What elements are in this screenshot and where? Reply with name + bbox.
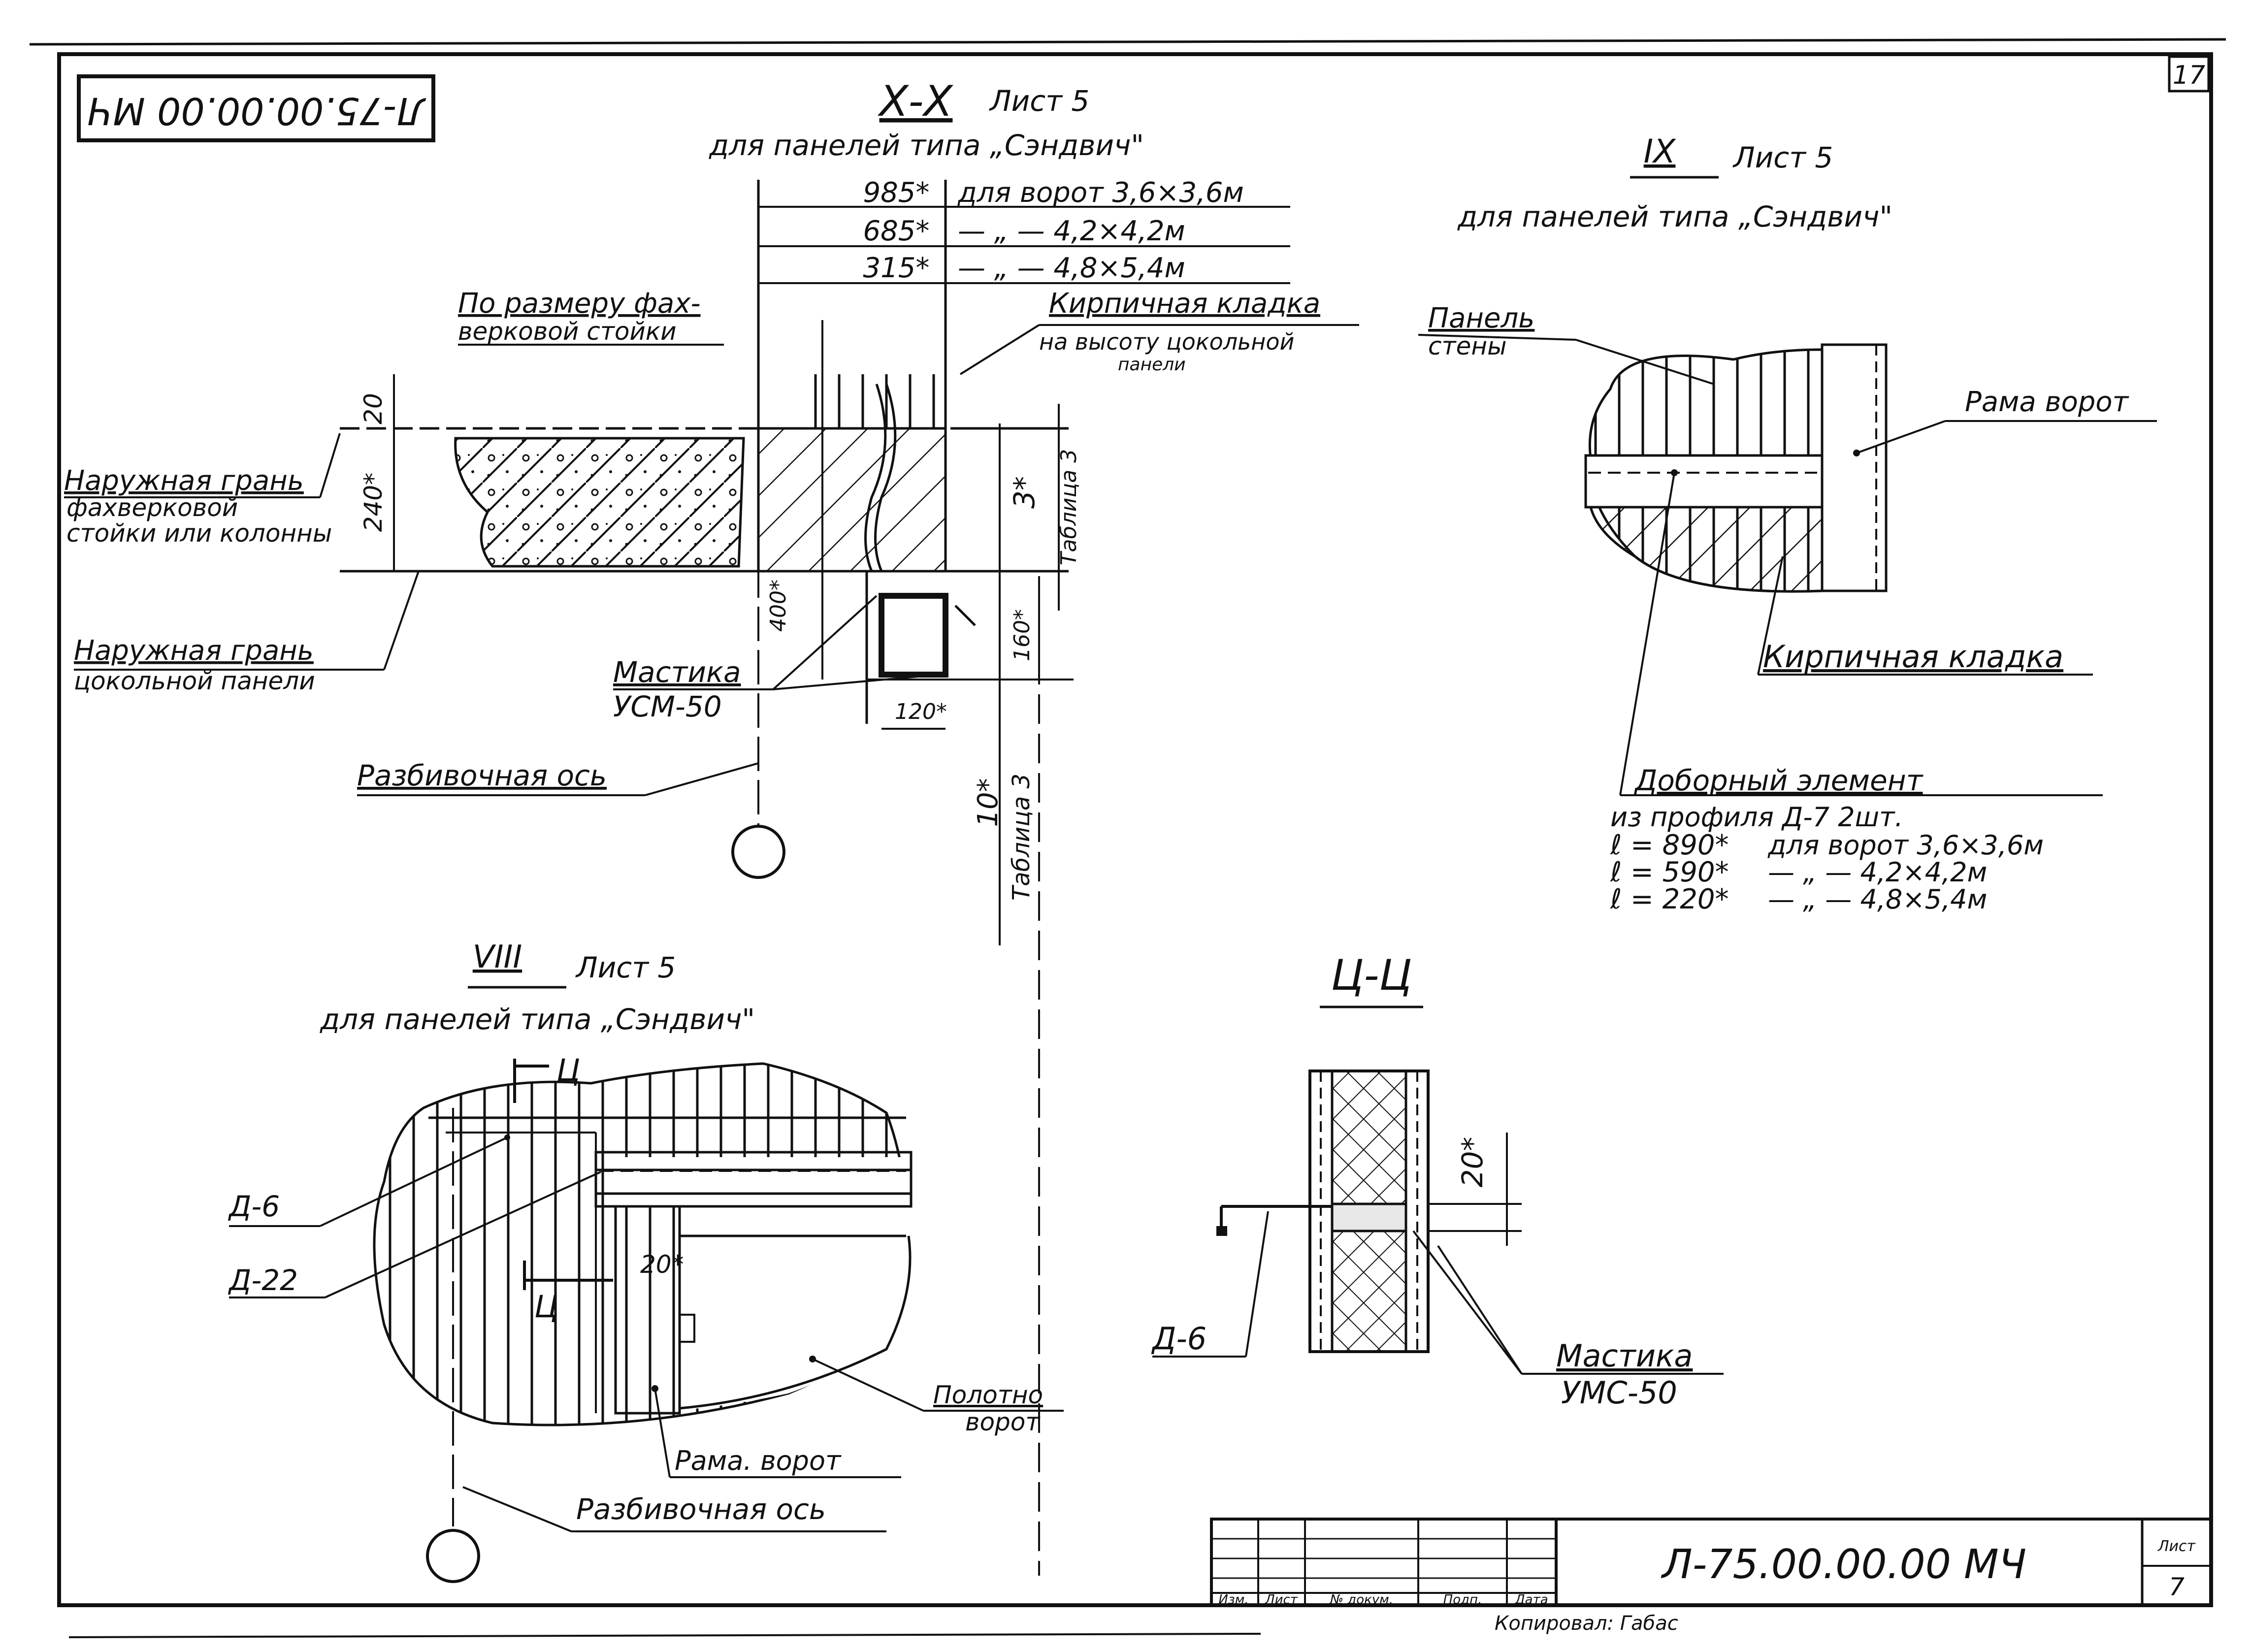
tb-head-sign: Подп.	[1443, 1592, 1482, 1607]
ix-extra-1: Доборный элемент	[1633, 764, 1924, 797]
viii-label-axis: Разбивочная ось	[576, 1492, 826, 1526]
viii-axis-marker	[426, 1529, 480, 1583]
xx-dim-3: 3*	[1008, 476, 1041, 509]
cc-mastic-1: Мастика	[1556, 1338, 1693, 1374]
xx-outer1-3: стойки или колонны	[66, 519, 332, 548]
xx-dim-desc-1: для ворот 3,6×3,6м	[957, 177, 1244, 209]
ix-extra-2: из профиля Д-7 2шт.	[1610, 802, 1903, 833]
cc-title: Ц-Ц	[1331, 951, 1412, 1000]
xx-dim-row-1: 985*	[863, 177, 930, 209]
node-viii: VIII Лист 5 для панелей типа „Сэндвич" Ц…	[228, 939, 1064, 1583]
cc-mastic-2: УМС-50	[1561, 1375, 1677, 1411]
tb-head-date: Дата	[1514, 1592, 1548, 1607]
viii-frame: Рама. ворот	[675, 1445, 842, 1476]
viii-label-d22: Д-22	[228, 1263, 298, 1297]
viii-leaf-1: Полотно	[933, 1381, 1043, 1409]
viii-dim-20: 20*	[640, 1250, 684, 1279]
viii-title: VIII	[473, 939, 522, 975]
page-number: 17	[2173, 61, 2205, 90]
xx-dim-20: 20	[359, 393, 388, 424]
xx-table-ref-1: Таблица 3	[1056, 449, 1081, 566]
ix-len-3: ℓ = 220*	[1610, 883, 1729, 915]
tb-head-izm: Изм.	[1218, 1592, 1248, 1607]
ix-brick: Кирпичная кладка	[1763, 639, 2063, 675]
xx-outer1-1: Наружная грань	[64, 465, 304, 497]
xx-label-brick-3: панели	[1118, 355, 1186, 375]
cc-dim-20: 20*	[1456, 1137, 1489, 1188]
viii-sheet-ref: Лист 5	[575, 951, 676, 984]
ix-title: IX	[1644, 132, 1676, 170]
xx-dim-160: 160*	[1010, 609, 1035, 661]
xx-table-ref-2: Таблица 3	[1008, 774, 1035, 901]
xx-dim-240: 240*	[359, 473, 388, 532]
section-cc: Ц-Ц 20* Д-6 Мастика УМС-50	[1151, 951, 1724, 1411]
section-xx-title: Х-Х	[878, 77, 954, 126]
tb-head-list: Лист	[1265, 1592, 1298, 1607]
xx-dim-row-2: 685*	[863, 215, 930, 247]
tb-head-doc: № докум.	[1329, 1592, 1393, 1607]
xx-label-axis: Разбивочная ось	[357, 759, 607, 792]
xx-label-size-1: По размеру фах-	[458, 288, 701, 320]
stamp-code: Л-75.00.00.00 МЧ	[87, 89, 426, 133]
xx-mastic-1: Мастика	[613, 655, 741, 689]
ix-len-desc-1: для ворот 3,6×3,6м	[1767, 830, 2044, 861]
ix-len-desc-3: — „ — 4,8×5,4м	[1768, 884, 1987, 915]
xx-mastic-2: УСМ-50	[613, 690, 722, 723]
ix-subtitle: для панелей типа „Сэндвич"	[1457, 200, 1892, 233]
xx-label-brick-1: Кирпичная кладка	[1049, 288, 1320, 320]
viii-subtitle: для панелей типа „Сэндвич"	[320, 1003, 755, 1036]
ix-frame: Рама ворот	[1965, 386, 2129, 418]
tb-code: Л-75.00.00.00 МЧ	[1661, 1541, 2026, 1588]
viii-label-d6: Д-6	[228, 1190, 280, 1223]
section-xx: Х-Х Лист 5 для панелей типа „Сэндвич" 98…	[64, 77, 1359, 1576]
xx-dim-desc-3: — „ — 4,8×5,4м	[958, 252, 1185, 284]
tb-sheet-label: Лист	[2157, 1538, 2196, 1555]
xx-dim-120: 120*	[895, 699, 947, 724]
section-xx-sheet-ref: Лист 5	[989, 84, 1089, 118]
viii-leaf-2: ворот	[965, 1408, 1041, 1436]
title-block: Изм. Лист № докум. Подп. Дата Л-75.00.00…	[1210, 1518, 2213, 1635]
ix-panel-1: Панель	[1428, 302, 1534, 334]
xx-label-brick-2: на высоту цокольной	[1039, 328, 1294, 355]
cc-label-d6: Д-6	[1151, 1321, 1207, 1357]
viii-cut-2: Ц	[534, 1289, 558, 1325]
ix-sheet-ref: Лист 5	[1732, 141, 1833, 174]
tb-copied-by: Копировал: Габас	[1495, 1612, 1678, 1635]
xx-dim-row-3: 315*	[863, 252, 930, 284]
ix-len-desc-2: — „ — 4,2×4,2м	[1768, 857, 1987, 888]
xx-outer2-2: цокольной панели	[74, 667, 315, 695]
ix-len-2: ℓ = 590*	[1610, 856, 1729, 888]
node-ix: IX Лист 5 для панелей типа „Сэндвич" Пан…	[1418, 132, 2157, 915]
section-xx-subtitle: для панелей типа „Сэндвич"	[709, 129, 1144, 162]
stamp-top-left: Л-75.00.00.00 МЧ	[77, 74, 435, 142]
xx-label-size-2: верковой стойки	[458, 317, 677, 346]
ix-len-1: ℓ = 890*	[1610, 829, 1729, 861]
xx-outer2-1: Наружная грань	[74, 635, 314, 667]
tb-sheet-value: 7	[2169, 1573, 2185, 1601]
xx-dim-400: 400*	[766, 580, 791, 632]
xx-dim-desc-2: — „ — 4,2×4,2м	[958, 215, 1185, 247]
page-number-box: 17	[2168, 55, 2210, 93]
xx-axis-marker	[731, 825, 785, 879]
viii-cut-1: Ц	[556, 1052, 580, 1088]
